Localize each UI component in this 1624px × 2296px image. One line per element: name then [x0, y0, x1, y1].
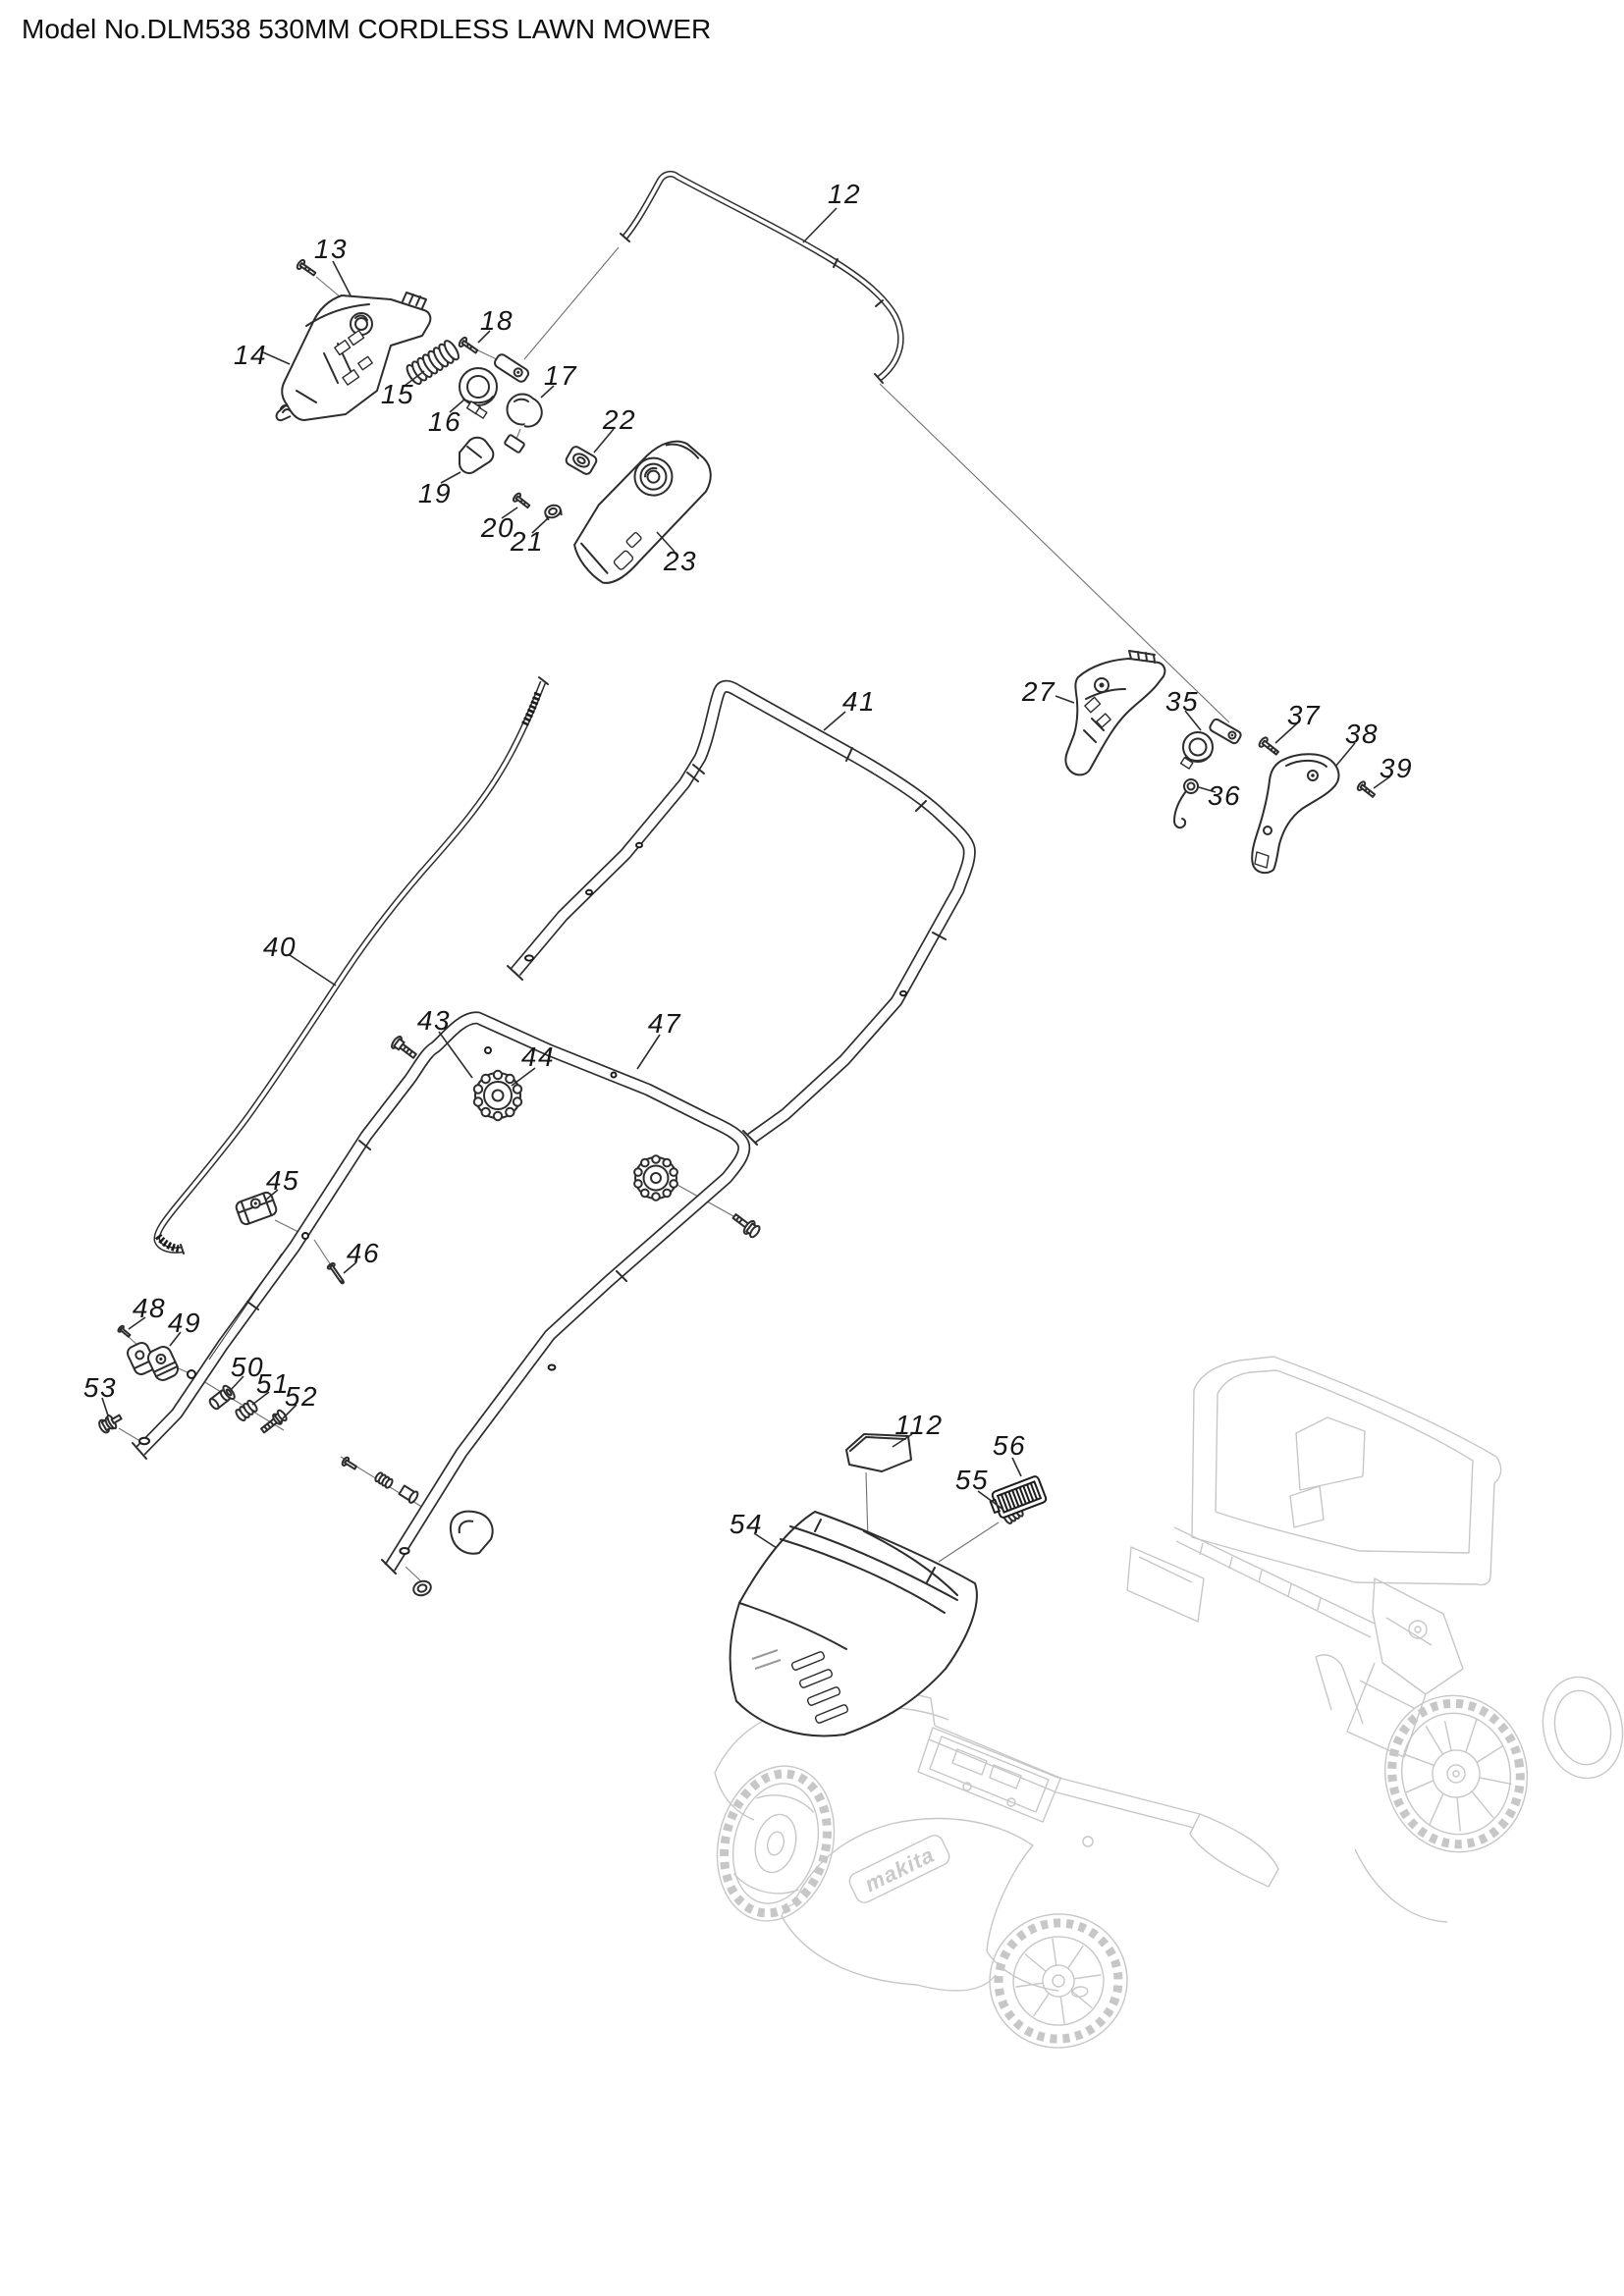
part-20-screw: [512, 492, 531, 509]
part-label-47: 47: [648, 1008, 681, 1039]
part-label-40: 40: [263, 932, 297, 962]
part-label-15: 15: [381, 379, 414, 409]
part-16-cam-ring: [459, 353, 529, 419]
part-46-pin: [326, 1261, 345, 1285]
part-38-bracket-cover: [1251, 753, 1340, 875]
part-44-clamp-knob: [472, 1069, 678, 1201]
part-12-support-rod: [620, 170, 904, 384]
part-label-48: 48: [133, 1293, 166, 1323]
part-18-screw: [458, 336, 479, 354]
part-label-20: 20: [480, 512, 514, 543]
part-label-36: 36: [1208, 780, 1241, 811]
part-label-19: 19: [418, 478, 452, 508]
part-45-cable-clip: [235, 1191, 278, 1226]
part-label-112: 112: [894, 1410, 943, 1440]
part-56-terminal-block: [989, 1475, 1048, 1519]
part-49-cable-guide: [126, 1342, 180, 1381]
part-label-17: 17: [544, 360, 577, 391]
part-label-14: 14: [234, 340, 267, 370]
part-39-screw: [1356, 780, 1377, 798]
part-54-motor-cover: [729, 1511, 978, 1737]
part-label-16: 16: [428, 406, 461, 437]
part-43-clamp-bolt: [391, 1036, 761, 1239]
part-47-lower-handle: [132, 1011, 751, 1597]
part-label-49: 49: [168, 1308, 201, 1338]
part-17-switch-knob: [504, 393, 543, 454]
part-40-control-cable: [153, 676, 549, 1255]
part-35-cable-clamp: [1179, 718, 1242, 770]
part-label-43: 43: [417, 1005, 451, 1036]
part-15-spring: [406, 340, 460, 386]
part-label-55: 55: [955, 1465, 989, 1495]
part-48-screw: [117, 1324, 132, 1338]
part-label-27: 27: [1021, 676, 1056, 707]
part-36-spring-hook: [1173, 778, 1199, 829]
part-label-46: 46: [347, 1238, 380, 1268]
part-13-screw: [296, 258, 317, 277]
part-21-nut: [544, 504, 563, 521]
part-23-lever-cover: [573, 440, 712, 584]
part-number-labels: 12 13 14 15 16 17 18 19 20 21 22 23 27 3…: [83, 179, 1413, 1539]
part-19-release-lever: [459, 436, 495, 474]
part-label-41: 41: [842, 686, 876, 717]
part-label-38: 38: [1345, 719, 1379, 749]
part-label-21: 21: [510, 526, 544, 557]
part-label-56: 56: [993, 1430, 1026, 1461]
part-14-handle-housing: [275, 292, 432, 422]
deck-logo-text: makita: [861, 1842, 939, 1897]
part-label-52: 52: [285, 1381, 318, 1412]
part-label-53: 53: [83, 1372, 117, 1403]
leader-lines: [101, 207, 1391, 1549]
part-22-cap: [565, 446, 598, 475]
part-label-54: 54: [730, 1509, 763, 1539]
part-112-label-plate: [845, 1433, 912, 1472]
part-label-22: 22: [602, 404, 636, 435]
part-label-50: 50: [231, 1352, 264, 1382]
part-label-37: 37: [1287, 700, 1321, 730]
part-label-35: 35: [1165, 686, 1199, 717]
part-label-44: 44: [521, 1041, 555, 1072]
part-label-12: 12: [828, 179, 861, 209]
part-label-18: 18: [480, 305, 514, 336]
part-50-bushing: [208, 1384, 236, 1411]
part-53-bolt: [98, 1414, 123, 1434]
part-52-bolt: [260, 1409, 288, 1434]
part-label-45: 45: [266, 1165, 299, 1196]
page-title: Model No.DLM538 530MM CORDLESS LAWN MOWE…: [22, 14, 712, 44]
part-41-upper-handle: [507, 679, 976, 1146]
part-label-51: 51: [256, 1368, 290, 1399]
part-27-handle-bracket: [1064, 650, 1166, 776]
part-51-spring: [235, 1399, 258, 1422]
part-label-23: 23: [663, 546, 697, 576]
part-label-39: 39: [1380, 753, 1413, 783]
part-37-screw: [1258, 736, 1279, 756]
part-label-13: 13: [314, 234, 348, 264]
